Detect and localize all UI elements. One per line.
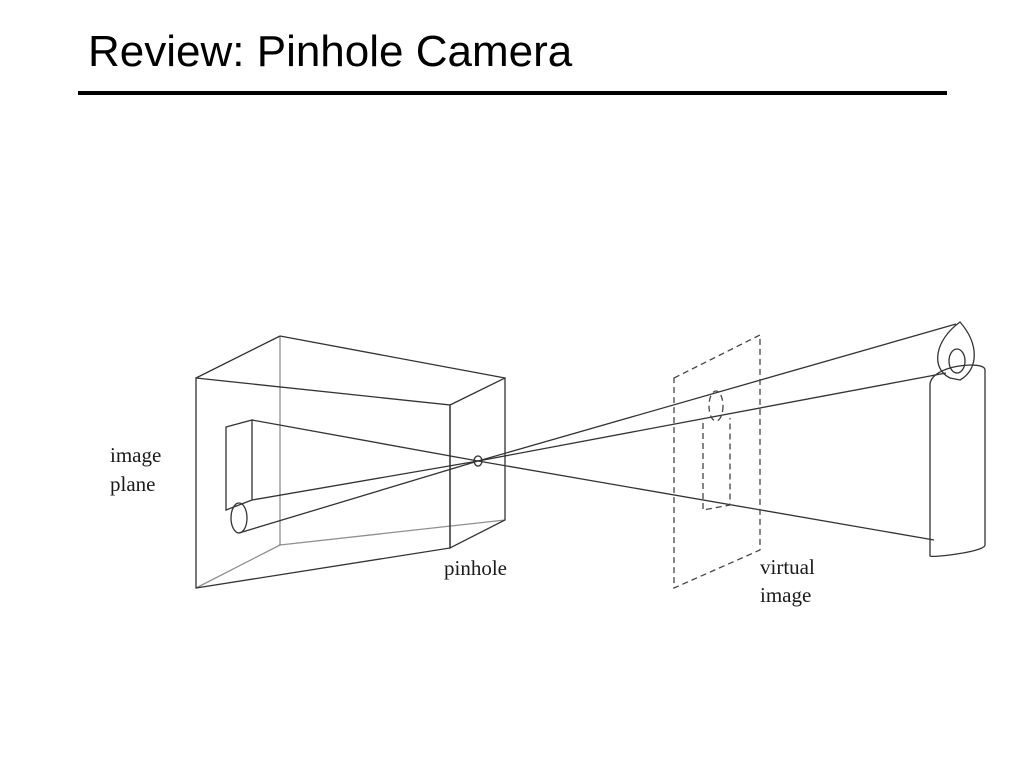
ray-to-candle-top [477, 372, 947, 462]
label-image-line1: image [110, 443, 161, 467]
candle-body [929, 364, 986, 558]
ray-internal-1 [251, 419, 479, 462]
camera-top-left-edge [195, 335, 281, 379]
label-pinhole: pinhole [444, 556, 507, 580]
ray-internal-3 [238, 460, 479, 534]
candle-object [929, 321, 986, 558]
camera-top-back-edge [279, 335, 506, 379]
inverted-image [225, 419, 253, 534]
label-plane-line2: plane [110, 472, 155, 496]
camera-hidden-edge-bottom [279, 519, 506, 546]
camera-box [195, 335, 506, 589]
pinhole-aperture [473, 455, 483, 467]
ray-to-flame-top [477, 323, 957, 462]
label-image-line2: image [760, 583, 811, 607]
external-rays [477, 323, 957, 541]
ray-to-candle-base [477, 460, 935, 541]
candle-flame-outer [937, 321, 975, 381]
camera-back-face [195, 377, 451, 589]
virtual-image-plane [673, 333, 761, 589]
virtual-candle [702, 418, 731, 511]
label-virtual-line1: virtual [760, 555, 815, 579]
virtual-plane-outline [673, 333, 761, 589]
candle-flame-inner [948, 348, 966, 374]
camera-hidden-edge-left [195, 544, 281, 589]
inverted-candle-body [225, 419, 253, 511]
inverted-candle-flame [230, 502, 248, 534]
ray-internal-2 [251, 460, 479, 501]
slide-title: Review: Pinhole Camera [88, 27, 573, 76]
title-underline [78, 91, 947, 95]
virtual-flame [708, 390, 724, 422]
internal-rays [238, 419, 479, 534]
